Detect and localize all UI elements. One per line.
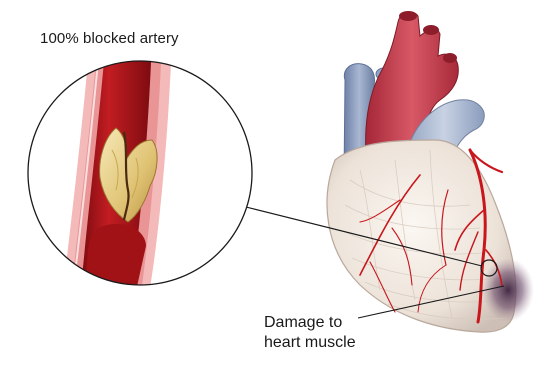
heart xyxy=(327,11,534,332)
blocked-artery-label: 100% blocked artery xyxy=(40,30,179,47)
magnified-artery xyxy=(28,40,252,300)
damage-label-line-1: Damage to xyxy=(264,313,356,333)
damage-area xyxy=(482,258,534,322)
damage-label-line-2: heart muscle xyxy=(264,333,356,353)
damage-label: Damage to heart muscle xyxy=(264,313,356,353)
